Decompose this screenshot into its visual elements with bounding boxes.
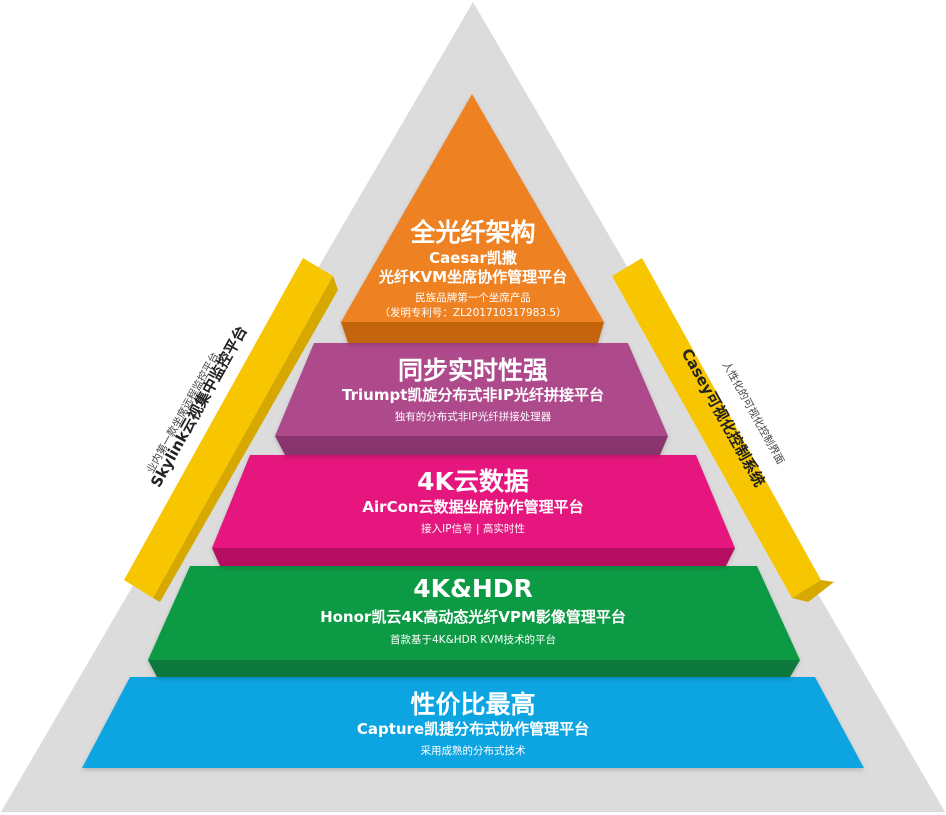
tier-2-subtitle: Triumpt凯旋分布式非IP光纤拼接平台 — [342, 386, 604, 404]
tier-4-subtitle: Honor凯云4K高动态光纤VPM影像管理平台 — [320, 608, 626, 626]
tier-5-note: 采用成熟的分布式技术 — [420, 745, 526, 757]
tier-1-note-2: （发明专利号：ZL201710317983.5） — [379, 307, 567, 319]
tier-4-shape — [148, 566, 800, 677]
tier-3-title: 4K云数据 — [417, 467, 529, 496]
tier-2-title: 同步实时性强 — [397, 356, 548, 385]
tier-4-title: 4K&HDR — [413, 574, 533, 603]
right-band — [612, 258, 834, 602]
tier-1-subtitle: Caesar凯撒 — [429, 249, 517, 267]
tier-1-subtitle-2: 光纤KVM坐席协作管理平台 — [378, 268, 568, 286]
left-band — [124, 258, 338, 602]
tier-5-title: 性价比最高 — [410, 690, 536, 719]
tier-3-shape — [212, 455, 735, 566]
tier-5-subtitle: Capture凯捷分布式协作管理平台 — [356, 720, 590, 738]
tier-4-note: 首款基于4K&HDR KVM技术的平台 — [390, 634, 556, 646]
tier-3-subtitle: AirCon云数据坐席协作管理平台 — [362, 498, 584, 516]
tier-1-note: 民族品牌第一个坐席产品 — [415, 292, 531, 304]
tier-3-note: 接入IP信号 | 高实时性 — [421, 523, 525, 535]
tier-2-shape — [275, 343, 668, 455]
tier-1-title: 全光纤架构 — [410, 218, 536, 247]
tier-1-shape — [341, 94, 604, 343]
tier-2-note: 独有的分布式非IP光纤拼接处理器 — [394, 411, 552, 423]
tier-5-shape — [82, 677, 864, 768]
